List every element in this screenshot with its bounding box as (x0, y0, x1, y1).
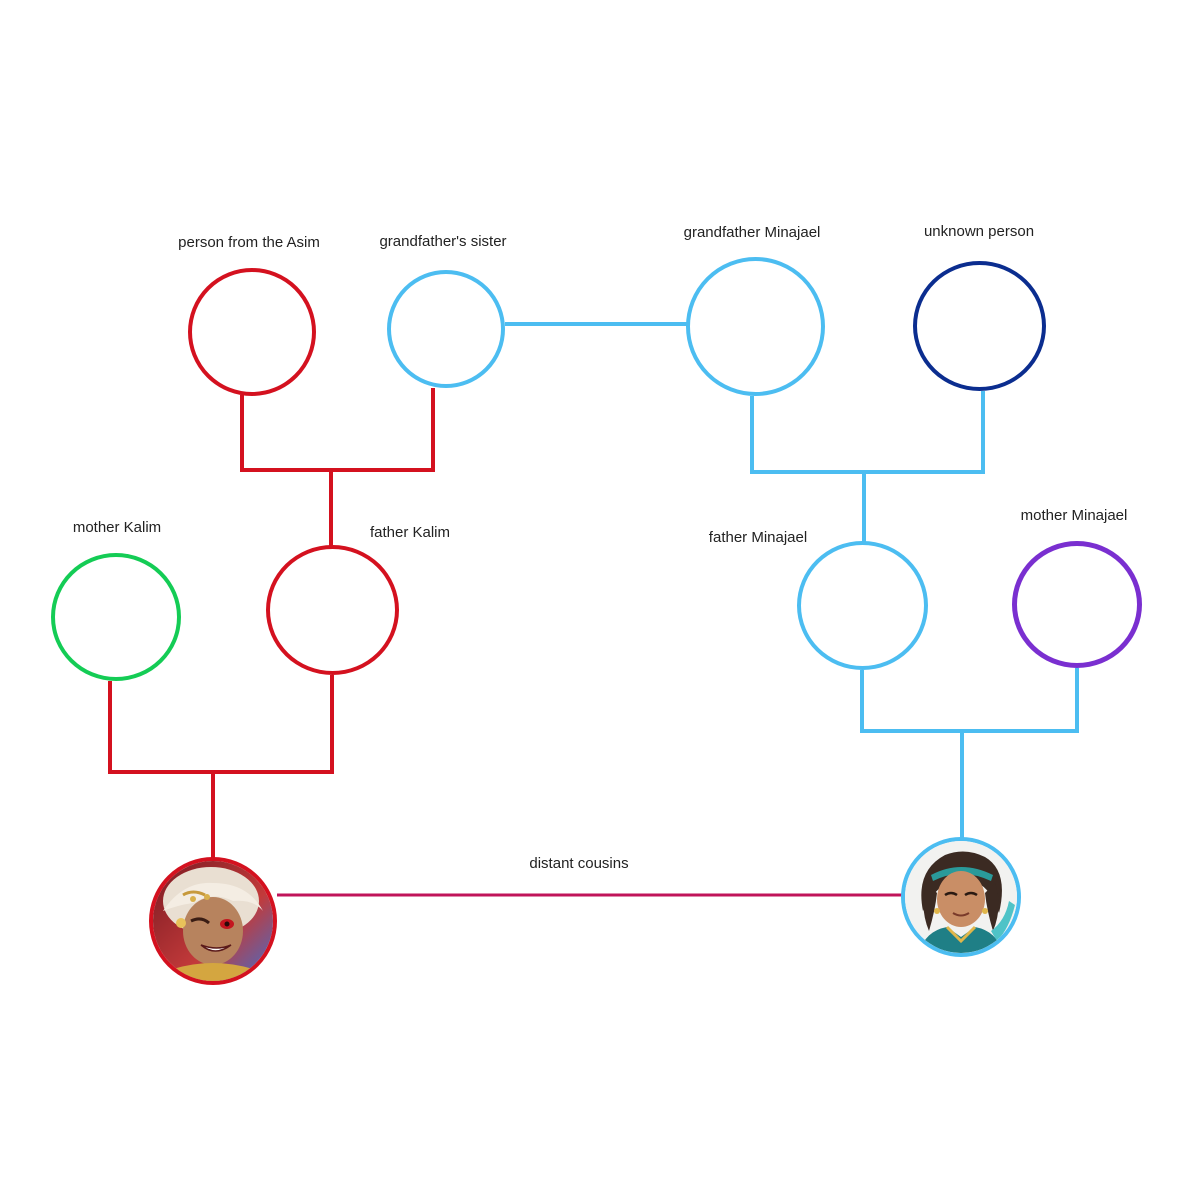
kalim-connectors (108, 388, 435, 858)
father-minajael-label: father Minajael (708, 529, 808, 546)
mother-kalim-circle (51, 553, 181, 681)
unknown-person-circle (913, 261, 1046, 391)
minajael-avatar (901, 837, 1021, 957)
father-kalim-circle (266, 545, 399, 675)
asim-sister-couple-line (240, 388, 435, 472)
asim-person-circle (188, 268, 316, 396)
distant-cousins-label: distant cousins (529, 855, 629, 872)
asim-person-label: person from the Asim (178, 234, 320, 251)
kalim-avatar (149, 857, 277, 985)
minajael-parents-couple-line (860, 668, 1079, 733)
grandfather-minajael-label: grandfather Minajael (683, 224, 821, 241)
mother-kalim-label: mother Kalim (72, 519, 162, 536)
minajael-portrait-image (905, 841, 1017, 953)
grandfather-minajael-circle (686, 257, 825, 396)
kalim-parents-couple-line (108, 675, 334, 774)
grandfather-sister-label: grandfather's sister (379, 233, 507, 250)
minajael-connectors (505, 322, 1079, 838)
mother-minajael-label: mother Minajael (1020, 507, 1128, 524)
mother-minajael-circle (1012, 541, 1142, 668)
father-minajael-circle (797, 541, 928, 670)
father-kalim-label: father Kalim (369, 524, 451, 541)
unknown-person-label: unknown person (923, 223, 1035, 240)
grandfather-sister-circle (387, 270, 505, 388)
grandfather-unknown-couple-line (750, 391, 985, 474)
kalim-portrait-image (153, 861, 273, 981)
